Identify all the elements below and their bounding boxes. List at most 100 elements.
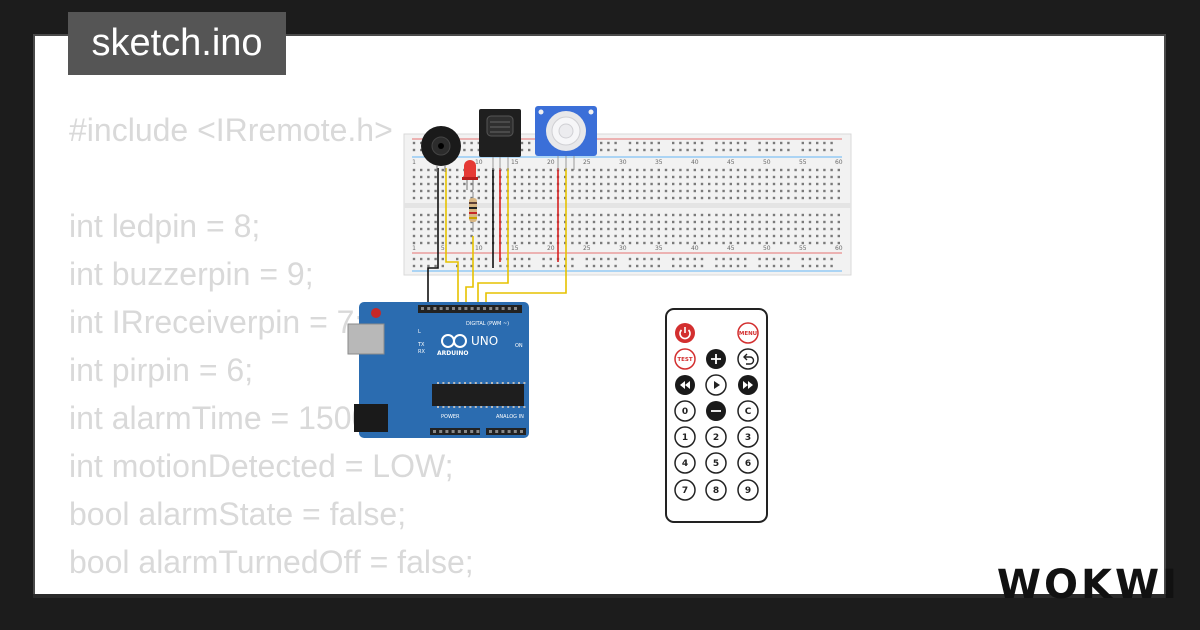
code-line: int pirpin = 6; xyxy=(69,352,254,388)
breadboard-center-channel xyxy=(404,203,851,208)
usb-port xyxy=(347,323,385,355)
remote-key-9[interactable]: 9 xyxy=(737,479,759,501)
analog-header xyxy=(486,428,526,435)
file-title-tab[interactable]: sketch.ino xyxy=(68,12,286,75)
remote-key-8[interactable]: 8 xyxy=(705,479,727,501)
svg-text:5: 5 xyxy=(713,459,719,469)
ir-remote[interactable]: MENU TEST 0 C 1 2 3 4 5 6 7 8 9 xyxy=(665,308,768,523)
buzzer[interactable] xyxy=(421,126,461,172)
breadboard-column-label: 20 xyxy=(547,159,555,166)
breadboard-column-label: 35 xyxy=(655,245,663,252)
breadboard-column-label: 30 xyxy=(619,245,627,252)
resistor[interactable] xyxy=(469,192,477,232)
pir-sensor[interactable] xyxy=(535,106,597,170)
breadboard-column-label: 55 xyxy=(799,245,807,252)
arduino-model: UNO xyxy=(471,334,498,348)
remote-key-play-icon[interactable] xyxy=(705,374,727,396)
svg-text:3: 3 xyxy=(745,433,751,443)
wire-ir-signal xyxy=(477,168,509,305)
remote-key-1[interactable]: 1 xyxy=(674,426,696,448)
svg-text:9: 9 xyxy=(745,486,751,496)
svg-text:8: 8 xyxy=(713,486,719,496)
arduino-brand: ARDUINO xyxy=(437,350,468,357)
svg-text:2: 2 xyxy=(713,433,719,443)
power-jack xyxy=(354,404,388,432)
code-line: int ledpin = 8; xyxy=(69,208,261,244)
wire-gnd xyxy=(427,168,439,305)
svg-text:C: C xyxy=(745,407,752,417)
wire-buzzer xyxy=(445,168,459,305)
wire-led xyxy=(465,236,474,305)
svg-text:6: 6 xyxy=(745,459,751,469)
breadboard-column-label: 30 xyxy=(619,159,627,166)
code-line: bool alarmState = false; xyxy=(69,496,407,532)
remote-key-rewind-icon[interactable] xyxy=(675,375,695,395)
remote-key-forward-icon[interactable] xyxy=(738,375,758,395)
header-pins xyxy=(421,307,526,433)
wires xyxy=(427,168,567,305)
breadboard-column-label: 10 xyxy=(475,159,483,166)
arduino-infinity-logo-right xyxy=(453,334,467,348)
svg-text:TEST: TEST xyxy=(677,357,692,363)
breadboard-column-label: 20 xyxy=(547,245,555,252)
svg-text:7: 7 xyxy=(682,486,688,496)
remote-key-test[interactable]: TEST xyxy=(674,348,696,370)
breadboard-column-label: 45 xyxy=(727,245,735,252)
led[interactable] xyxy=(462,160,478,190)
breadboard-column-label: 25 xyxy=(583,159,591,166)
preview-card: #include <IRremote.h> int ledpin = 8; int… xyxy=(33,34,1166,596)
breadboard-column-label: 45 xyxy=(727,159,735,166)
remote-key-4[interactable]: 4 xyxy=(674,452,696,474)
l-label: L xyxy=(418,329,421,335)
remote-key-7[interactable]: 7 xyxy=(674,479,696,501)
on-label: ON xyxy=(515,343,523,349)
code-line: int motionDetected = LOW; xyxy=(69,448,454,484)
breadboard-column-label: 40 xyxy=(691,245,699,252)
code-line: #include <IRremote.h> xyxy=(69,112,393,148)
remote-key-0[interactable]: 0 xyxy=(674,400,696,422)
digital-header xyxy=(418,305,522,313)
rx-label: RX xyxy=(418,349,425,355)
breadboard-column-label: 55 xyxy=(799,159,807,166)
remote-key-c[interactable]: C xyxy=(737,400,759,422)
remote-key-menu[interactable]: MENU xyxy=(737,322,759,344)
code-line: unsigned long previousMillis = 0; xyxy=(69,586,532,594)
power-label: POWER xyxy=(441,414,460,420)
microcontroller-chip xyxy=(432,384,524,406)
breadboard-column-label: 5 xyxy=(441,245,445,252)
svg-text:0: 0 xyxy=(682,407,688,417)
remote-key-back-icon[interactable] xyxy=(737,348,759,370)
digital-label: DIGITAL (PWM ~) xyxy=(466,321,509,327)
reset-button[interactable] xyxy=(371,308,381,318)
remote-keypad: MENU TEST 0 C 1 2 3 4 5 6 7 8 9 xyxy=(674,322,759,501)
breadboard-column-label: 25 xyxy=(583,245,591,252)
breadboard-column-label: 35 xyxy=(655,159,663,166)
code-preview: #include <IRremote.h> int ledpin = 8; int… xyxy=(69,106,532,594)
breadboard-column-label: 60 xyxy=(835,245,843,252)
breadboard-column-label: 1 xyxy=(412,159,416,166)
power-header xyxy=(430,428,480,435)
breadboard-column-label: 60 xyxy=(835,159,843,166)
code-line: int IRreceiverpin = 7; xyxy=(69,304,364,340)
remote-key-plus-icon[interactable] xyxy=(706,349,726,369)
svg-text:MENU: MENU xyxy=(739,331,757,337)
ir-receiver[interactable] xyxy=(479,109,521,170)
breadboard-column-label: 50 xyxy=(763,245,771,252)
remote-key-2[interactable]: 2 xyxy=(705,426,727,448)
remote-key-minus-icon[interactable] xyxy=(706,401,726,421)
remote-key-power-icon[interactable] xyxy=(675,323,695,343)
arduino-uno[interactable]: UNO ARDUINO DIGITAL (PWM ~) POWER ANALOG… xyxy=(347,302,529,438)
breadboard-column-label: 15 xyxy=(511,245,519,252)
remote-key-6[interactable]: 6 xyxy=(737,452,759,474)
remote-key-5[interactable]: 5 xyxy=(705,452,727,474)
remote-key-3[interactable]: 3 xyxy=(737,426,759,448)
breadboard-column-label: 10 xyxy=(475,245,483,252)
tx-label: TX xyxy=(417,342,425,348)
breadboard-column-label: 40 xyxy=(691,159,699,166)
svg-text:4: 4 xyxy=(682,459,688,469)
code-line: bool alarmTurnedOff = false; xyxy=(69,544,474,580)
wire-pir-signal xyxy=(485,168,567,305)
wokwi-logo: WOKWI xyxy=(996,562,1180,608)
